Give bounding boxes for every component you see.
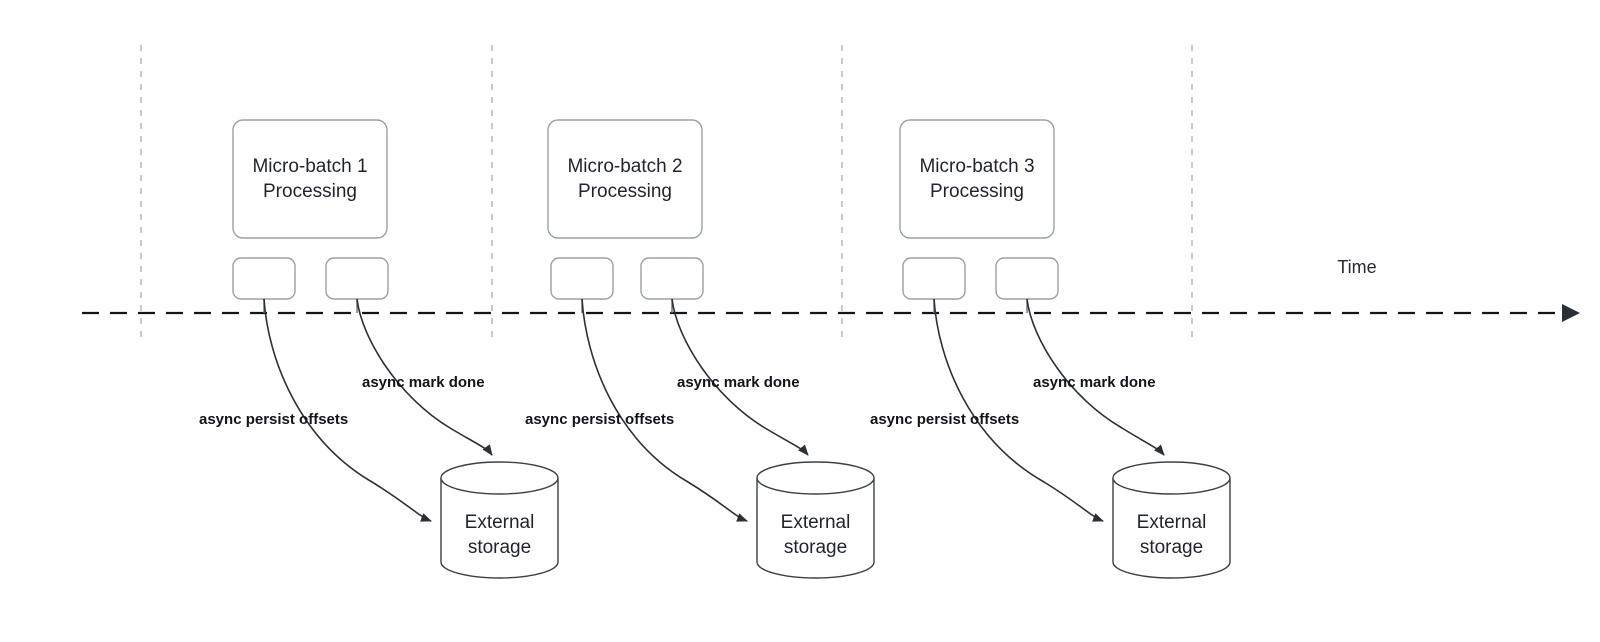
async-persist-offsets-arrow-1 [263, 298, 432, 522]
micro-batch-subtitle-2: Processing [578, 181, 672, 202]
async-persist-offsets-label-1: async persist offsets [199, 411, 348, 428]
mark-done-task-box-2[interactable] [640, 257, 704, 300]
persist-task-box-1[interactable] [232, 257, 296, 300]
micro-batch-subtitle-1: Processing [263, 181, 357, 202]
timeline-axis [82, 304, 1580, 322]
external-storage-cylinder-body-2[interactable] [756, 478, 875, 579]
micro-batch-group-2: Micro-batch 2 Processing async persist off… [525, 119, 875, 579]
async-mark-done-label-2: async mark done [677, 374, 800, 391]
external-storage-cylinder-top-1 [440, 461, 559, 495]
micro-batch-box-1[interactable] [232, 119, 388, 239]
persist-task-box-2[interactable] [550, 257, 614, 300]
async-persist-offsets-arrow-3 [933, 298, 1104, 522]
micro-batch-box-3[interactable] [899, 119, 1055, 239]
async-mark-done-label-1: async mark done [362, 374, 485, 391]
external-storage-label-line1-1: External [465, 512, 535, 533]
micro-batch-box-2[interactable] [547, 119, 703, 239]
mark-done-task-box-3[interactable] [995, 257, 1059, 300]
external-storage-cylinder-body-3[interactable] [1112, 478, 1231, 579]
async-mark-done-arrow-1 [356, 298, 493, 456]
async-persist-offsets-label-3: async persist offsets [870, 411, 1019, 428]
micro-batch-groups: Micro-batch 1 Processing async persist off… [199, 119, 1231, 579]
external-storage-cylinder-top-3 [1112, 461, 1231, 495]
micro-batch-group-3: Micro-batch 3 Processing async persist off… [870, 119, 1231, 579]
async-mark-done-arrow-2 [671, 298, 809, 456]
mark-done-task-box-1[interactable] [325, 257, 389, 300]
external-storage-label-line2-3: storage [1140, 537, 1203, 558]
guide-lines-group [140, 45, 1193, 341]
micro-batch-subtitle-3: Processing [930, 181, 1024, 202]
async-persist-offsets-label-2: async persist offsets [525, 411, 674, 428]
async-mark-done-label-3: async mark done [1033, 374, 1156, 391]
persist-task-box-3[interactable] [902, 257, 966, 300]
async-persist-offsets-arrow-2 [581, 298, 748, 522]
micro-batch-title-3: Micro-batch 3 [919, 156, 1034, 177]
external-storage-label-line2-1: storage [468, 537, 531, 558]
async-mark-done-arrow-3 [1026, 298, 1165, 456]
external-storage-label-line1-3: External [1137, 512, 1207, 533]
external-storage-label-line2-2: storage [784, 537, 847, 558]
external-storage-cylinder-top-2 [756, 461, 875, 495]
time-axis-arrowhead [1562, 304, 1580, 322]
external-storage-cylinder-body-1[interactable] [440, 478, 559, 579]
external-storage-label-line1-2: External [781, 512, 851, 533]
micro-batch-title-1: Micro-batch 1 [252, 156, 367, 177]
micro-batch-group-1: Micro-batch 1 Processing async persist off… [199, 119, 559, 579]
micro-batch-title-2: Micro-batch 2 [567, 156, 682, 177]
time-axis-label: Time [1337, 257, 1376, 277]
